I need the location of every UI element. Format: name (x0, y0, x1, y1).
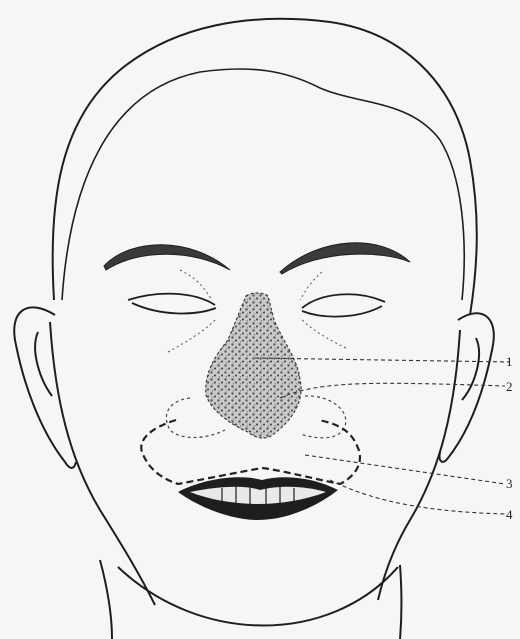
ear-left (14, 307, 76, 468)
nose-lesion (206, 293, 301, 438)
callout-label-1: 1 (506, 354, 513, 369)
callout-label-4: 4 (506, 507, 513, 522)
eyebrow-right (280, 243, 410, 274)
callout-label-2: 2 (506, 379, 513, 394)
callout-labels: 1 2 3 4 (506, 354, 513, 522)
eyebrow-left (104, 245, 230, 270)
callout-label-3: 3 (506, 476, 513, 491)
eye-left (128, 294, 216, 314)
leader-line-4 (330, 480, 505, 514)
eye-right (302, 294, 385, 316)
mouth (178, 477, 338, 520)
ear-right (440, 313, 494, 462)
leader-line-3 (305, 455, 505, 484)
